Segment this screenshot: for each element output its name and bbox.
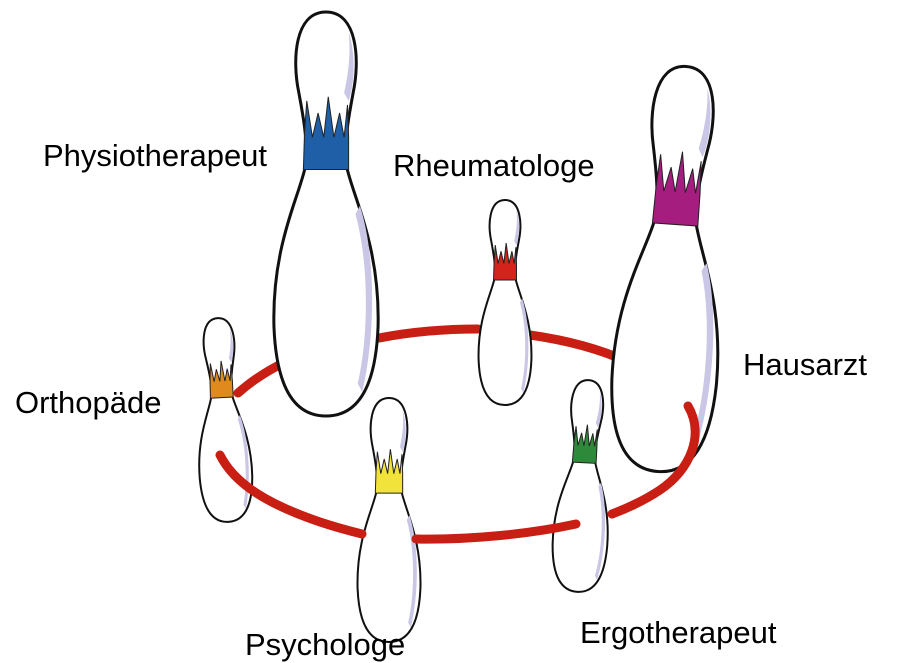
pin-body (606, 63, 739, 475)
pin-orthopaede (191, 317, 254, 523)
pin-rheumatologe (479, 200, 532, 405)
pin-body (550, 379, 616, 594)
label-psychologe: Psychologe (245, 629, 405, 660)
pin-body (274, 12, 378, 416)
label-hausarzt: Hausarzt (743, 349, 867, 380)
ring-back-center (379, 329, 478, 338)
label-physiotherapeut: Physiotherapeut (43, 140, 267, 171)
pin-ergotherapeut (550, 379, 616, 594)
pin-body (479, 200, 532, 405)
label-orthopaede: Orthopäde (15, 387, 162, 418)
pin-hausarzt (606, 63, 739, 475)
pin-psychologe (357, 398, 420, 642)
label-rheumatologe: Rheumatologe (393, 150, 595, 181)
label-ergotherapeut: Ergotherapeut (580, 617, 776, 648)
pin-body (357, 398, 420, 642)
pin-physiotherapeut (274, 12, 378, 416)
